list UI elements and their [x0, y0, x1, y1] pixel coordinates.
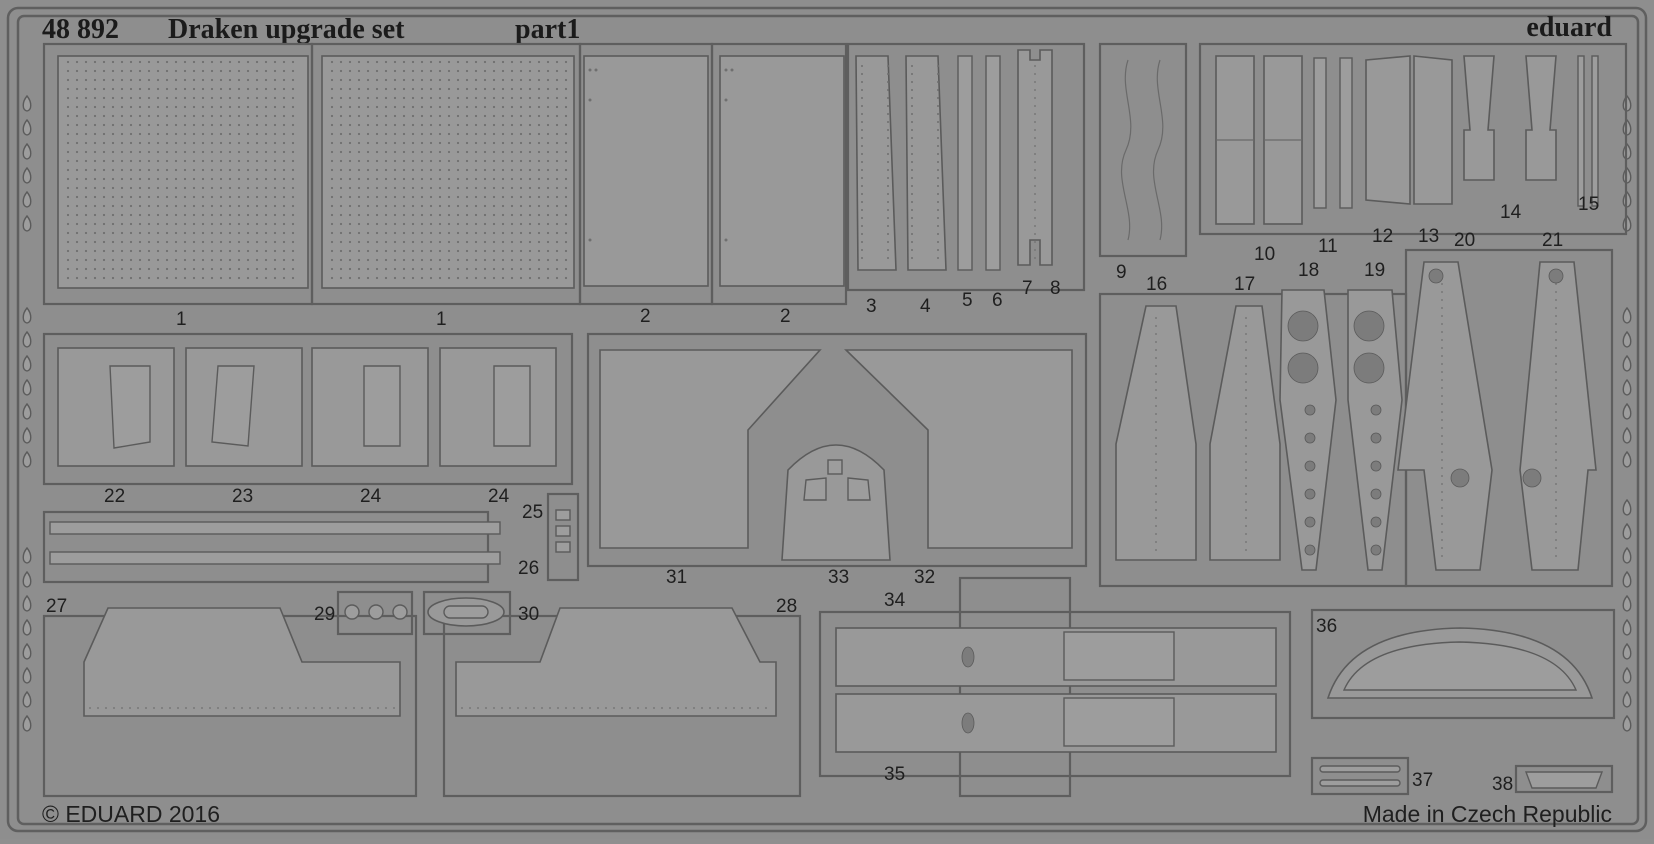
tear-drop-markers [22, 94, 1632, 732]
part-number-35: 35 [884, 764, 905, 785]
part-number-8: 8 [1050, 278, 1061, 299]
part-number-16: 16 [1146, 274, 1167, 295]
parts-10-15 [1198, 42, 1628, 236]
parts-27-28 [42, 607, 802, 798]
parts-31-33 [586, 332, 1088, 568]
part-number-26: 26 [518, 558, 539, 579]
fret-outer-frame [6, 6, 1648, 833]
part-number-22: 22 [104, 486, 125, 507]
part-number-33: 33 [828, 567, 849, 588]
part-number-12: 12 [1372, 226, 1393, 247]
part-number-17: 17 [1234, 274, 1255, 295]
part-number-14: 14 [1500, 202, 1522, 223]
origin-text: Made in Czech Republic [1363, 801, 1612, 827]
part-number-38: 38 [1492, 774, 1513, 795]
part-number-5: 5 [962, 290, 973, 311]
part-36 [1310, 608, 1616, 720]
part-number-1b: 1 [436, 309, 447, 330]
part-number-37: 37 [1412, 770, 1433, 791]
part-number-25: 25 [522, 502, 543, 523]
part-label: part1 [515, 14, 580, 45]
part-number-29: 29 [314, 604, 335, 625]
set-name: Draken upgrade set [168, 14, 405, 45]
part-9 [1098, 42, 1188, 258]
parts-34-35 [818, 576, 1292, 798]
part-number-30: 30 [518, 604, 539, 625]
part-number-24a: 24 [360, 486, 382, 507]
part-number-24b: 24 [488, 486, 510, 507]
part-2-right [710, 42, 848, 306]
parts-22-24 [42, 332, 574, 486]
part-number-23: 23 [232, 486, 253, 507]
part-number-31: 31 [666, 567, 687, 588]
part-number-34: 34 [884, 590, 906, 611]
part-1-left [42, 42, 314, 306]
part-number-18: 18 [1298, 260, 1319, 281]
part-number-21: 21 [1542, 230, 1563, 251]
part-number-4: 4 [920, 296, 931, 317]
part-number-15: 15 [1578, 194, 1599, 215]
part-number-1a: 1 [176, 309, 187, 330]
part-number-13: 13 [1418, 226, 1439, 247]
part-number-3: 3 [866, 296, 877, 317]
part-number-2a: 2 [640, 306, 651, 327]
brand-logo-text: eduard [1526, 12, 1612, 43]
parts-29-30 [336, 590, 512, 636]
part-number-2b: 2 [780, 306, 791, 327]
part-number-27: 27 [46, 596, 67, 617]
set-code: 48 892 [42, 14, 119, 45]
part-number-20: 20 [1454, 230, 1475, 251]
copyright-text: © EDUARD 2016 [42, 801, 220, 827]
parts-37-38 [1310, 756, 1614, 796]
part-number-19: 19 [1364, 260, 1385, 281]
part-1-right [310, 42, 582, 306]
part-number-11: 11 [1318, 236, 1338, 257]
part-number-6: 6 [992, 290, 1003, 311]
parts-16-21 [1098, 248, 1614, 588]
part-2-left [578, 42, 714, 306]
part-number-32: 32 [914, 567, 935, 588]
part-number-7: 7 [1022, 278, 1033, 299]
part-number-36: 36 [1316, 616, 1337, 637]
part-number-9: 9 [1116, 262, 1127, 283]
parts-25-26-rails [42, 492, 580, 584]
part-number-10: 10 [1254, 244, 1275, 265]
parts-3-8-strips [846, 42, 1086, 292]
part-number-28: 28 [776, 596, 797, 617]
fret-inner-frame [16, 14, 1640, 826]
